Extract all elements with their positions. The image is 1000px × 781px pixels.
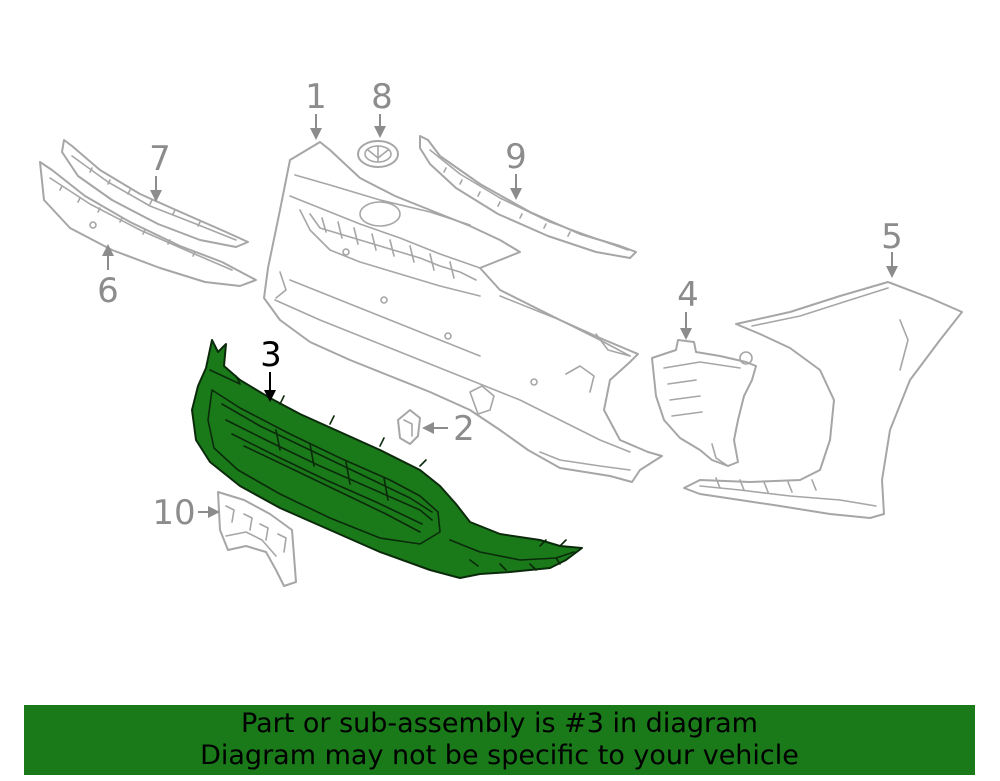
- callout-4[interactable]: 4: [677, 275, 699, 315]
- part-5-fender-cover[interactable]: [683, 281, 963, 519]
- callout-6[interactable]: 6: [97, 271, 119, 311]
- callout-2[interactable]: 2: [453, 409, 475, 449]
- part-2-cover[interactable]: [397, 409, 421, 445]
- part-9-molding[interactable]: [419, 135, 637, 259]
- callout-3[interactable]: 3: [260, 335, 282, 375]
- banner-part-line: Part or sub-assembly is #3 in diagram: [241, 708, 758, 739]
- banner-disclaimer-line: Diagram may not be specific to your vehi…: [200, 740, 799, 771]
- callout-5[interactable]: 5: [881, 217, 903, 257]
- part-10-bracket[interactable]: [217, 491, 297, 587]
- info-banner: Part or sub-assembly is #3 in diagram Di…: [24, 705, 975, 775]
- callout-10[interactable]: 10: [152, 493, 195, 533]
- callout-7[interactable]: 7: [149, 139, 171, 179]
- part-1-bumper-cover[interactable]: [263, 141, 663, 483]
- callout-1[interactable]: 1: [305, 77, 327, 117]
- callout-8[interactable]: 8: [371, 77, 393, 117]
- part-3-lower-grille[interactable]: [191, 339, 583, 579]
- part-7-molding[interactable]: [61, 139, 249, 248]
- part-8-emblem[interactable]: [357, 140, 399, 168]
- parts-diagram: 1 8 9 7 6 3 4 5 2 10: [39, 77, 963, 587]
- callout-9[interactable]: 9: [505, 137, 527, 177]
- part-6-molding[interactable]: [39, 161, 257, 287]
- part-4-bracket[interactable]: [651, 339, 757, 467]
